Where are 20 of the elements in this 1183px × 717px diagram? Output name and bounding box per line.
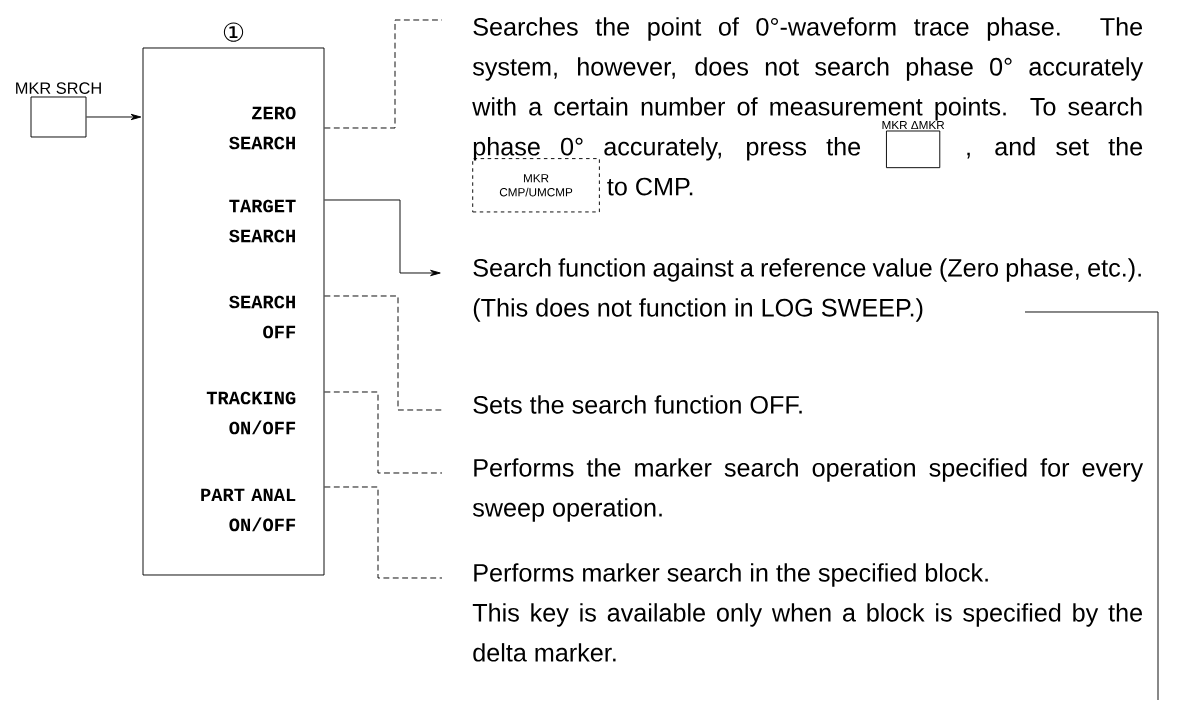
node-label: MKR ΔMKR bbox=[882, 121, 945, 130]
description-text: Sets the search function OFF. bbox=[473, 395, 802, 414]
description-text: Search function against a reference value (Zero phase, etc.). (This does not function in LOG SWEEP.) bbox=[473, 258, 1141, 322]
leader-line bbox=[324, 391, 443, 474]
key-box: MKR ΔMKR bbox=[882, 121, 945, 169]
description-text: Performs the marker search operation specified for every sweep operation. bbox=[472, 458, 1144, 522]
arrow bbox=[86, 113, 142, 121]
node-label: MKR SRCH bbox=[16, 82, 101, 94]
node-label: ① bbox=[223, 22, 244, 42]
key-box: MKR SRCH bbox=[16, 82, 101, 138]
softkey-label: SEARCH OFF bbox=[229, 295, 296, 339]
arrow bbox=[324, 199, 441, 277]
description-text: Performs marker search in the specified block. This key is available only when a block is specified by the delta marker. bbox=[472, 563, 1142, 662]
description-text: Searches the point of 0°-waveform trace phase. The system, however, does not search phase 0° accurately with a certain number of measurement points. To search phase 0° accurately, press the MKR ΔMKR , and set the MKR CMP/UMCMP to CMP. bbox=[472, 17, 1144, 213]
leader-line bbox=[324, 19, 443, 129]
softkey-label: PART ANAL ON/OFF bbox=[201, 488, 296, 532]
softkey-label: TRACKING ON/OFF bbox=[206, 391, 296, 435]
softkey-label: TARGET SEARCH bbox=[229, 199, 296, 243]
softkey-label: ZERO SEARCH bbox=[229, 106, 296, 150]
leader-line bbox=[324, 486, 443, 579]
